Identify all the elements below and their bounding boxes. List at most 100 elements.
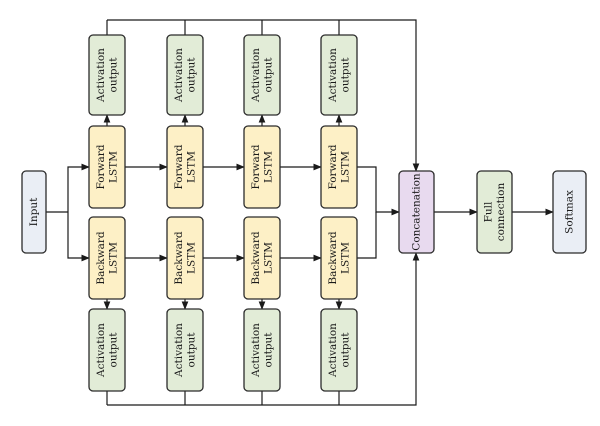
activation-output-bottom-node-label: Activationoutput [250,323,275,378]
diagram-nodes: InputActivationoutputForwardLSTMBackward… [21,34,587,392]
bottom-bus-line [107,252,420,406]
activation-output-bottom-node-label: Activationoutput [173,323,198,378]
backward-lstm-node-shape [88,216,126,300]
forward-lstm-node-shape [243,125,281,209]
backward-lstm-node-shape [166,216,204,300]
activation-output-bottom-node-label: Activationoutput [95,323,120,378]
activation-output-top-node-label-line: output [185,57,197,93]
forward-lstm-node-label: ForwardLSTM [250,144,275,189]
activation-output-top-node-label: Activationoutput [95,48,120,103]
activation-output-bottom-node-label-line: output [339,332,351,368]
forward-lstm-node-label: ForwardLSTM [95,144,120,189]
activation-output-top-node: Activationoutput [320,34,358,116]
backward-lstm-node-label: BackwardLSTM [173,231,198,284]
activation-output-bottom-node: Activationoutput [88,308,126,392]
activation-output-bottom-node-label-line: Activation [95,323,107,378]
activation-output-bottom-node: Activationoutput [243,308,281,392]
activation-output-bottom-node-shape [320,308,358,392]
activation-output-bottom-node-label-line: Activation [173,323,185,378]
input-node: Input [21,170,47,254]
softmax-node-shape [552,170,587,254]
forward-lstm-node: ForwardLSTM [166,125,204,209]
activation-output-bottom-node: Activationoutput [166,308,204,392]
activation-output-bottom-node-label-line: Activation [327,323,339,378]
forward-lstm-node-label-line: Forward [95,144,107,189]
concatenation-node: Concatenation [398,170,435,254]
activation-output-top-node: Activationoutput [88,34,126,116]
forward-lstm-node: ForwardLSTM [320,125,358,209]
concatenation-node-label-line: Concatenation [411,173,423,251]
concatenation-node-shape [398,170,435,254]
backward-lstm-node: BackwardLSTM [166,216,204,300]
full-connection-node-label-line: Full [482,201,494,222]
activation-output-bottom-node-shape [88,308,126,392]
softmax-node: Softmax [552,170,587,254]
activation-output-top-node: Activationoutput [243,34,281,116]
backward-lstm-node: BackwardLSTM [88,216,126,300]
backward-lstm-node: BackwardLSTM [243,216,281,300]
activation-output-top-node-label-line: output [107,57,119,93]
forward-lstm-node-label-line: Forward [250,144,262,189]
forward-to-concat-line [357,166,400,216]
forward-lstm-node-label-line: LSTM [262,151,274,183]
activation-output-bottom-node-label-line: Activation [250,323,262,378]
activation-output-top-node-label: Activationoutput [250,48,275,103]
forward-lstm-node-label: ForwardLSTM [327,144,352,189]
activation-output-bottom-node-shape [243,308,281,392]
backward-lstm-node-label: BackwardLSTM [250,231,275,284]
forward-lstm-node-shape [88,125,126,209]
full-connection-node-label-line: connection [495,183,507,242]
activation-output-top-node-label-line: Activation [250,48,262,103]
activation-output-bottom-node-label: Activationoutput [327,323,352,378]
activation-output-top-node-label-line: Activation [327,48,339,103]
backward-lstm-node-label: BackwardLSTM [95,231,120,284]
activation-output-top-node-shape [243,34,281,116]
forward-lstm-node-label-line: LSTM [339,151,351,183]
activation-output-bottom-node-label-line: output [262,332,274,368]
backward-lstm-node-label-line: LSTM [185,242,197,274]
input-to-forward-line [67,163,90,212]
forward-lstm-node-shape [166,125,204,209]
backward-lstm-node-label-line: Backward [173,231,185,284]
forward-lstm-node-label-line: LSTM [185,151,197,183]
activation-output-bottom-node-label-line: output [185,332,197,368]
backward-lstm-node: BackwardLSTM [320,216,358,300]
forward-lstm-node-label-line: LSTM [107,151,119,183]
activation-output-top-node: Activationoutput [166,34,204,116]
backward-lstm-node-label-line: Backward [327,231,339,284]
full-connection-node-shape [476,170,513,254]
connector-lines [46,19,554,406]
activation-output-top-node-label-line: output [339,57,351,93]
concatenation-node-label: Concatenation [411,173,423,251]
activation-output-bottom-node-label-line: output [107,332,119,368]
activation-output-top-node-label: Activationoutput [327,48,352,103]
forward-lstm-node: ForwardLSTM [88,125,126,209]
softmax-node-label: Softmax [564,190,576,234]
forward-lstm-node-label-line: Forward [327,144,339,189]
backward-lstm-node-label-line: Backward [250,231,262,284]
input-node-shape [21,170,47,254]
backward-lstm-node-label-line: Backward [95,231,107,284]
full-connection-node: Fullconnection [476,170,513,254]
forward-lstm-node-label: ForwardLSTM [173,144,198,189]
backward-lstm-node-label-line: LSTM [339,242,351,274]
backward-to-concat-line [357,212,377,259]
activation-output-top-node-label: Activationoutput [173,48,198,103]
softmax-node-label-line: Softmax [564,190,576,234]
forward-lstm-node: ForwardLSTM [243,125,281,209]
input-to-backward-line [67,212,90,262]
top-bus-line [107,19,420,172]
activation-output-top-node-label-line: Activation [95,48,107,103]
activation-output-top-node-shape [320,34,358,116]
full-connection-node-label: Fullconnection [482,183,507,242]
backward-lstm-node-label: BackwardLSTM [327,231,352,284]
backward-lstm-node-label-line: LSTM [262,242,274,274]
forward-lstm-node-shape [320,125,358,209]
input-node-label-line: Input [28,197,40,226]
backward-lstm-node-label-line: LSTM [107,242,119,274]
forward-lstm-node-label-line: Forward [173,144,185,189]
activation-output-bottom-node: Activationoutput [320,308,358,392]
activation-output-bottom-node-shape [166,308,204,392]
activation-output-top-node-shape [166,34,204,116]
